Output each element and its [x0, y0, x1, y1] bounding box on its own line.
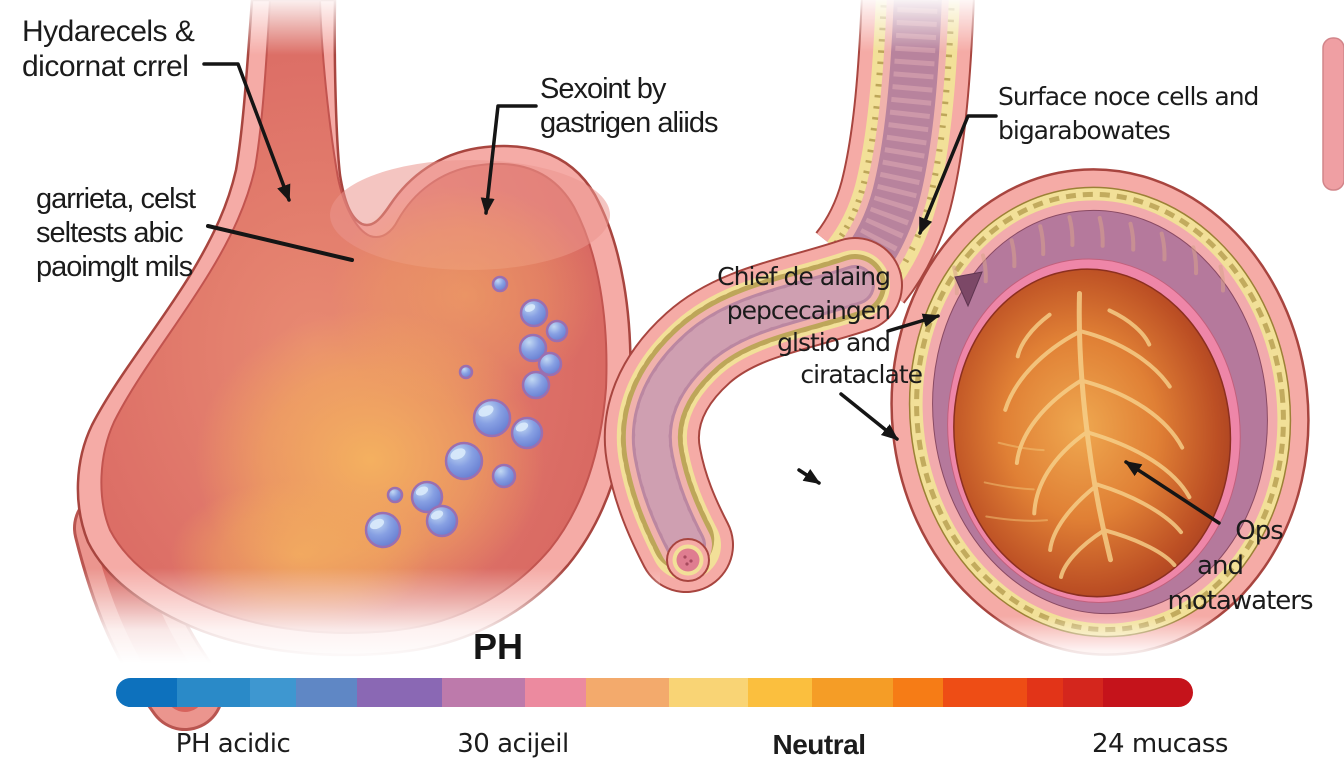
fade-bottom-left	[30, 568, 660, 680]
label-chief-line4: cirataclate	[800, 360, 923, 389]
label-surface: Surface noce cells and bigarabowates	[998, 80, 1259, 148]
fade-top-right	[852, 0, 986, 52]
label-garrieta: garrieta, celst seltests abic paoimglt m…	[36, 182, 196, 284]
label-chief-line1: Chief de alaing	[717, 262, 891, 291]
bubble-highlights	[369, 304, 536, 530]
label-line: gastrigen aliids	[540, 107, 718, 139]
pointer-ops	[1124, 460, 1221, 525]
label-line: paoimglt mils	[36, 251, 193, 283]
ph-segment	[1063, 678, 1103, 707]
ph-segment	[296, 678, 357, 707]
stomach-right-body	[890, 168, 1310, 656]
label-hydarecels: Hydarecels & dicornat crrel	[22, 14, 195, 84]
label-line: dicornat crrel	[22, 50, 189, 83]
cardia-notch	[954, 271, 983, 308]
ph-segment	[586, 678, 669, 707]
pointer-sexoint	[480, 104, 538, 215]
ph-segment	[669, 678, 748, 707]
ph-bar	[116, 678, 1193, 707]
ph-scale-title: PH	[472, 626, 524, 667]
fade-top-left	[233, 0, 351, 55]
label-line: garrieta, celst	[36, 183, 196, 215]
label-line: Hydarecels &	[22, 15, 195, 48]
label-ops-line1: Ops	[1235, 516, 1284, 546]
label-chief-line3: glstio and	[777, 328, 891, 357]
ph-segment	[1103, 678, 1193, 707]
duodenum	[603, 237, 903, 593]
ph-tick-neutral: Neutral	[772, 729, 866, 760]
ph-segment	[893, 678, 943, 707]
pointer-hydarecels	[202, 62, 291, 202]
label-ops-line3: motawaters	[1167, 586, 1314, 616]
edge-structure	[1322, 37, 1344, 191]
fade-bottom-right	[648, 616, 1344, 678]
pointer-garrieta	[206, 224, 354, 262]
ph-segment	[748, 678, 812, 707]
ph-segment	[177, 678, 250, 707]
label-chief-line2: pepcecaingen	[726, 296, 891, 325]
pointer-chief-upper	[886, 313, 940, 333]
label-sexoint: Sexoint by gastrigen aliids	[540, 72, 718, 140]
pointer-chief-lower	[839, 392, 899, 441]
label-line: bigarabowates	[998, 116, 1171, 145]
ph-tick-mucass: 24 mucass	[1092, 729, 1228, 759]
duodenum-cut-face	[666, 538, 710, 582]
ph-segment	[812, 678, 893, 707]
label-ops-line2: and	[1197, 551, 1244, 581]
rugae-folds	[1003, 290, 1192, 579]
ph-segment	[1027, 678, 1063, 707]
ph-tick-acidic: PH acidic	[175, 729, 291, 759]
pointer-chief-small	[797, 468, 821, 485]
label-line: seltests abic	[36, 217, 184, 249]
annotation-lines	[202, 62, 1221, 525]
ph-segment	[525, 678, 586, 707]
label-line: Sexoint by	[540, 73, 666, 105]
ph-segment	[442, 678, 525, 707]
ph-tick-mid: 30 acijeil	[457, 729, 569, 759]
pointer-surface	[918, 114, 998, 235]
label-line: Surface noce cells and	[998, 82, 1259, 111]
rugae-fine	[983, 441, 1049, 522]
ph-segment	[943, 678, 1027, 707]
ph-segment	[357, 678, 442, 707]
ph-segment	[116, 678, 177, 707]
ph-segment	[250, 678, 296, 707]
